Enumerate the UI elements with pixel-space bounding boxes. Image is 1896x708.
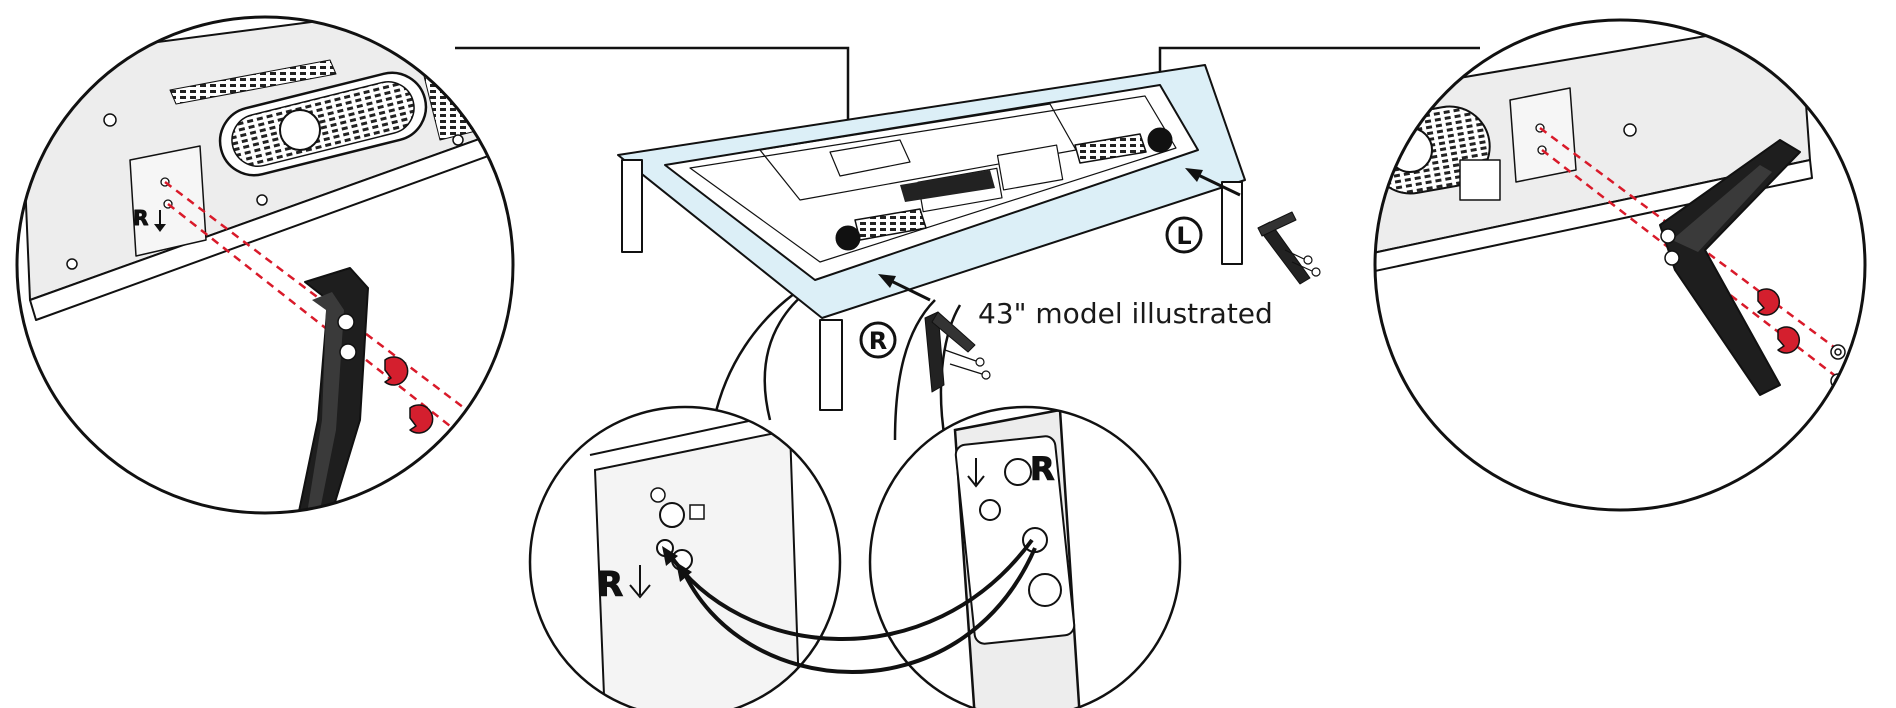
- rotate-arrow-icon: [384, 356, 434, 434]
- svg-text:L: L: [1176, 222, 1191, 250]
- stand-right-small: [924, 311, 945, 393]
- zoom-circle-border: [1373, 18, 1867, 512]
- alignment-arrows: [666, 538, 1037, 674]
- down-arrow-icon: [629, 565, 651, 599]
- down-arrow-icon: [154, 210, 166, 232]
- svg-text:R: R: [869, 327, 887, 355]
- svg-text:R: R: [597, 565, 623, 605]
- svg-text:R: R: [133, 206, 148, 230]
- zoom-right-stand-install: R: [17, 17, 513, 513]
- zoom-circle-border: [15, 15, 515, 515]
- mount-point-left: [1147, 127, 1173, 153]
- down-arrow-icon: [967, 458, 985, 488]
- model-caption: 43" model illustrated: [978, 297, 1273, 330]
- screw-icon: [944, 249, 1321, 380]
- zoom-left-stand-install: [1375, 20, 1865, 510]
- circled-r-icon: R: [859, 321, 897, 359]
- table-leg: [819, 319, 843, 411]
- table-leg: [621, 159, 643, 253]
- tv-on-table: [617, 64, 1321, 411]
- screw-icon: [473, 416, 490, 464]
- detail-circle-border: [868, 405, 1182, 708]
- detail-stand-peg: R: [870, 407, 1180, 708]
- detail-mount-hole: R: [530, 407, 840, 708]
- mount-point-right: [835, 225, 861, 251]
- rotate-arrow-icon: [1757, 288, 1801, 354]
- circled-l-icon: L: [1165, 216, 1203, 254]
- stand-left: [1659, 139, 1801, 396]
- table-leg: [1221, 181, 1243, 265]
- svg-text:R: R: [1030, 450, 1055, 488]
- detail-circle-border: [528, 405, 842, 708]
